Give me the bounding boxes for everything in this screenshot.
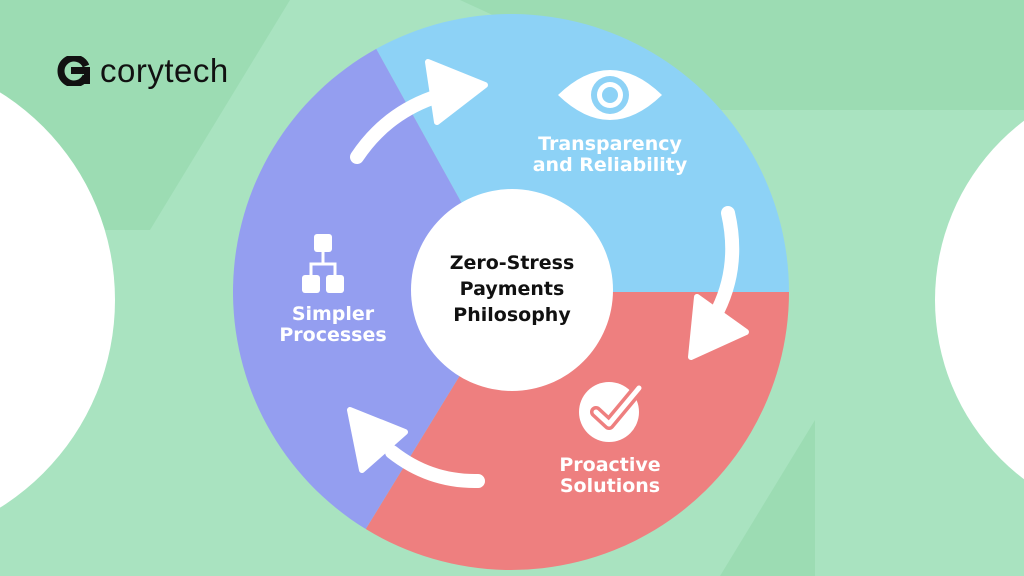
segment-label-line: Solutions (559, 475, 661, 497)
center-circle (411, 189, 613, 391)
segment-simpler (233, 48, 511, 530)
segment-label-line: Proactive (559, 454, 661, 476)
center-title-line: Zero-Stress (449, 252, 575, 274)
bg-shape (460, 0, 1024, 110)
center-title: Zero-Stress Payments Philosophy (412, 250, 612, 328)
arrow-right (688, 206, 749, 360)
hierarchy-icon (302, 234, 344, 293)
bg-white-right (935, 120, 1024, 480)
segment-label-line: Processes (279, 324, 387, 346)
center-title-line: Payments (459, 278, 565, 300)
logo-mark-icon (57, 56, 90, 86)
center-title-line: Philosophy (453, 304, 571, 326)
segment-label-transparency: Transparency and Reliability (520, 134, 700, 176)
check-circle-icon (579, 382, 645, 442)
eye-icon (558, 70, 662, 120)
segment-label-line: and Reliability (532, 154, 688, 176)
brand-logo: corytech (56, 52, 229, 90)
bg-shape (720, 420, 815, 576)
segment-label-simpler: Simpler Processes (258, 304, 408, 346)
segment-label-proactive: Proactive Solutions (530, 455, 690, 497)
arrow-bottom (347, 407, 485, 489)
brand-name: corytech (100, 52, 229, 89)
arrow-top (350, 59, 488, 164)
segment-label-line: Transparency (538, 133, 682, 155)
bg-white-left (0, 92, 115, 508)
segment-label-line: Simpler (291, 303, 375, 325)
